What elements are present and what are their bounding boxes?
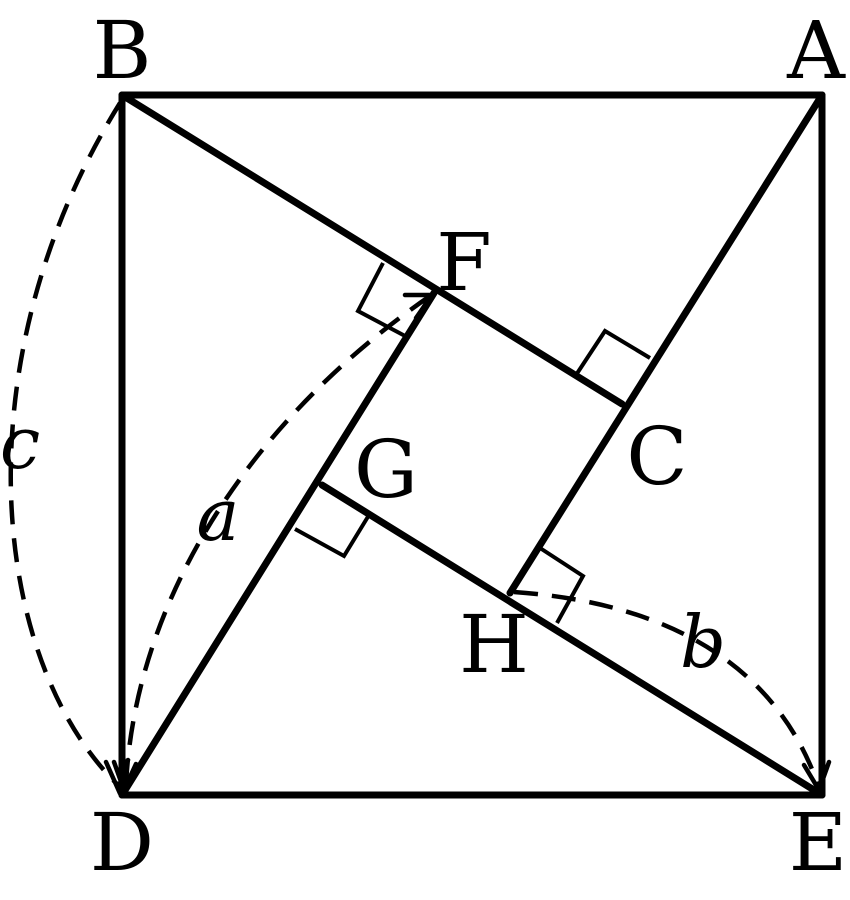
right-angle-H (538, 546, 586, 624)
length-arc-b (513, 589, 821, 786)
arrowhead-a-bottom (111, 759, 139, 796)
right-angle-G (294, 513, 371, 559)
segment-DF (118, 289, 438, 799)
arrowhead-c (103, 757, 131, 796)
label-point-C: C (626, 410, 687, 503)
label-point-G: G (354, 423, 418, 516)
length-arc-a (123, 294, 432, 786)
label-length-b: b (680, 600, 726, 684)
label-point-A: A (786, 4, 846, 97)
right-angle-F (355, 262, 408, 339)
outer-square (118, 91, 826, 799)
arrowhead-b (801, 759, 832, 796)
label-length-a: a (197, 473, 240, 557)
label-point-B: B (93, 4, 152, 97)
label-point-E: E (789, 796, 847, 889)
label-point-F: F (436, 216, 492, 309)
label-length-c: c (0, 401, 40, 485)
arrowhead-a-top (402, 292, 437, 321)
label-point-H: H (459, 598, 529, 691)
label-point-D: D (90, 796, 154, 889)
length-arc-c (8, 101, 122, 787)
segment-BC (118, 91, 626, 408)
right-angle-C (574, 328, 652, 377)
segment-EG (318, 481, 826, 799)
segment-AH (506, 91, 826, 597)
